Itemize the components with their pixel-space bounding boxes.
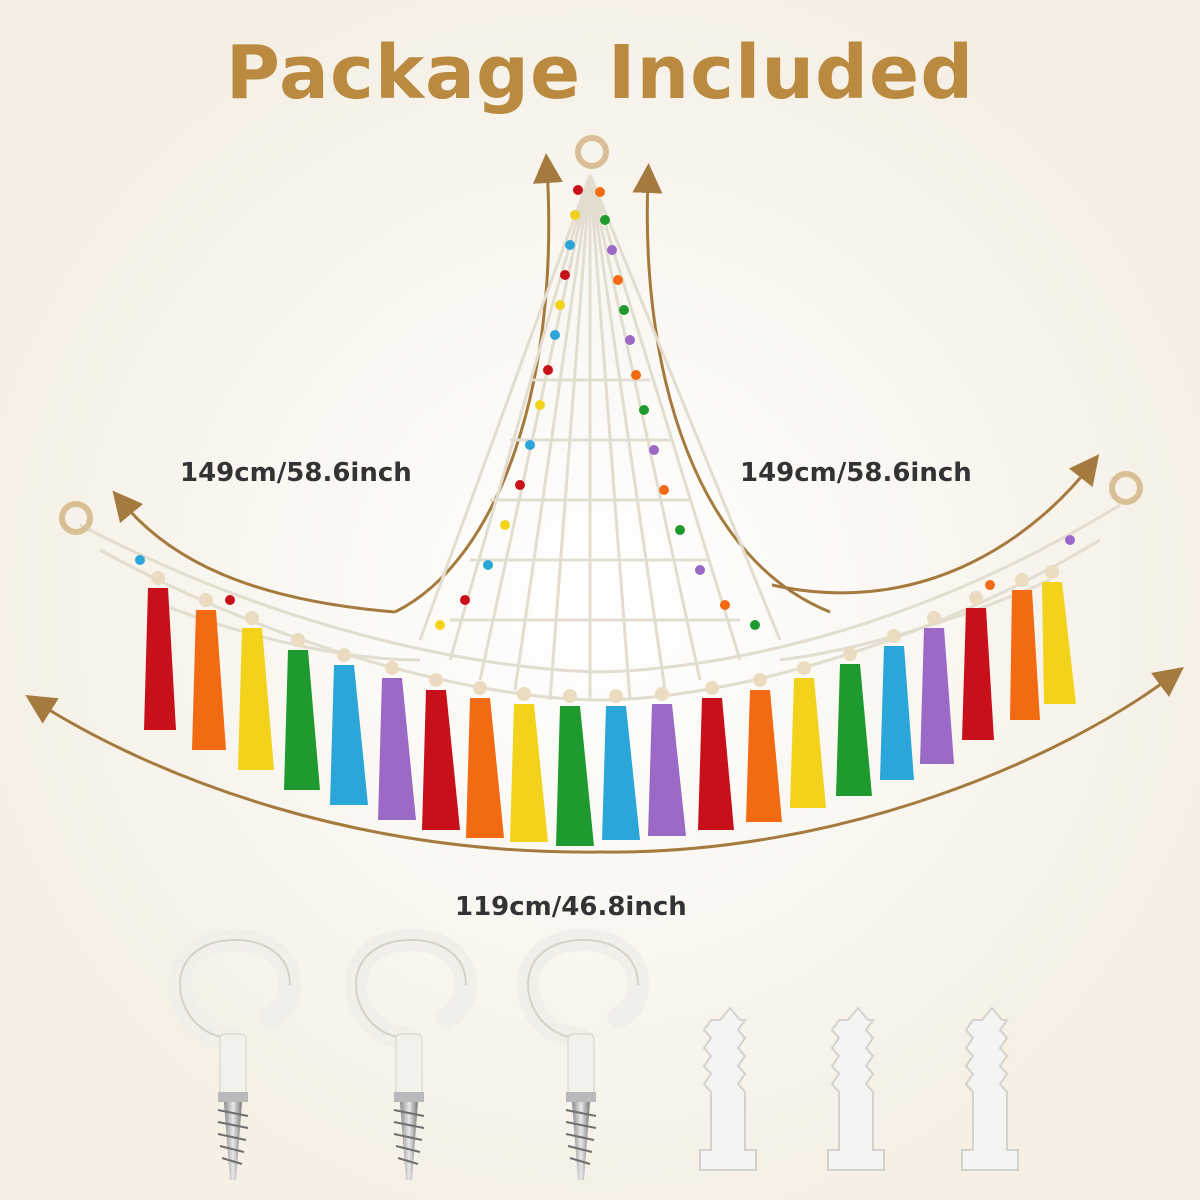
measurement-arrows [25, 153, 1185, 854]
tassel [836, 647, 872, 796]
bottom-arrow [25, 694, 601, 854]
tassel [1042, 565, 1076, 704]
left-side-dimension-label: 149cm/58.6inch [180, 458, 412, 488]
tassel [698, 681, 734, 830]
right-side-arrow [771, 454, 1100, 595]
tassel [962, 591, 994, 740]
tassel [466, 681, 504, 838]
tassel [284, 633, 320, 790]
wall-anchor-3 [961, 1006, 1019, 1171]
tassel [648, 687, 686, 836]
hook-1 [168, 928, 302, 1180]
right-ring [1109, 471, 1143, 505]
tassel [144, 571, 176, 730]
left-side-arrow [112, 490, 396, 614]
tassel [920, 611, 954, 764]
tassel [330, 648, 368, 805]
hook-3 [516, 928, 650, 1180]
tassel [880, 629, 914, 780]
tassel [238, 611, 274, 770]
tassel [510, 687, 548, 842]
left-vertical-arrow [394, 153, 563, 614]
tassels [144, 565, 1076, 846]
tassel [1010, 573, 1040, 720]
tassel [192, 593, 226, 750]
right-vertical-arrow [632, 163, 831, 614]
page-title: Package Included [225, 30, 975, 116]
tassel [422, 673, 460, 830]
left-ring [59, 501, 93, 535]
front-edge-dimension-label: 119cm/46.8inch [455, 892, 687, 922]
right-side-dimension-label: 149cm/58.6inch [740, 458, 972, 488]
wall-anchors [699, 1006, 1019, 1171]
tassel [378, 661, 416, 820]
tassel [746, 673, 782, 822]
tassel [790, 661, 826, 808]
tassel [602, 689, 640, 840]
tassel [556, 689, 594, 846]
hooks [168, 928, 650, 1180]
wall-anchor-1 [699, 1006, 757, 1171]
top-ring [575, 135, 609, 169]
wall-anchor-2 [827, 1006, 885, 1171]
hook-2 [344, 928, 478, 1180]
pompom-beads [135, 185, 1075, 630]
